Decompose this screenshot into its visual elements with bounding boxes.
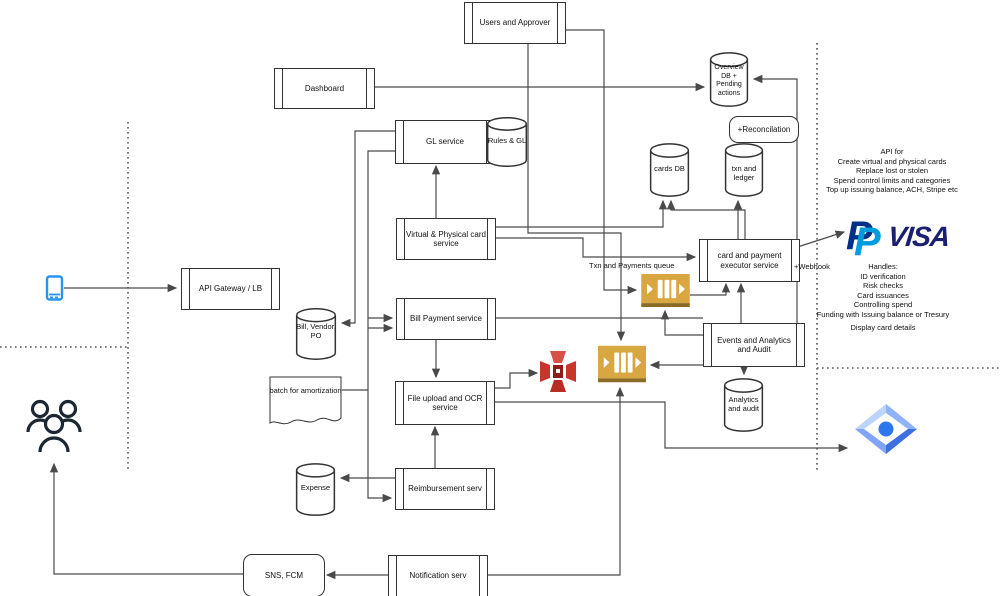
- s3-icon: [540, 351, 576, 392]
- cylinder-shape: [709, 52, 749, 107]
- node-label: +Reconcilation: [737, 124, 791, 134]
- s3-glyph: [540, 351, 576, 392]
- sqs-queue-icon-txn-payments: [641, 274, 690, 307]
- node-label: Events and Analytics and Audit: [717, 335, 791, 355]
- datastore-label: cards DB: [654, 163, 685, 173]
- node-gl-service: GL service: [395, 120, 495, 164]
- node-reimbursement-service: Reimbursement serv: [395, 468, 495, 510]
- webhook-label: +Webhook: [794, 262, 830, 271]
- paypal-letter-front: P: [854, 220, 881, 264]
- node-label: Notification serv: [409, 571, 467, 581]
- node-sns-fcm: SNS, FCM: [243, 554, 325, 596]
- node-label: Bill Payment service: [409, 314, 483, 324]
- queue-glyph: [598, 345, 646, 383]
- datastore-overview-db: Overview DB + Pending actions: [709, 52, 749, 107]
- node-dashboard: Dashboard: [274, 68, 375, 109]
- cylinder-shape: [486, 117, 528, 167]
- txn-payments-queue-label: Txn and Payments queue: [589, 261, 675, 270]
- node-users-approver: Users and Approver: [464, 2, 566, 44]
- paypal-letter-back: P: [846, 214, 873, 258]
- node-notification-service: Notification serv: [388, 555, 488, 596]
- visa-logo: VISA: [886, 221, 952, 252]
- node-label: batch for amortization: [269, 386, 342, 395]
- cylinder-shape: [649, 143, 690, 197]
- node-bill-payment-service: Bill Payment service: [396, 298, 496, 340]
- node-label: Users and Approver: [479, 18, 551, 28]
- node-card-payment-executor: card and payment executor service: [699, 239, 800, 282]
- phone-glyph: [45, 275, 64, 301]
- queue-glyph: [641, 274, 690, 307]
- cylinder-shape: [295, 463, 336, 516]
- analytics-diamond-icon: [855, 404, 917, 454]
- api-notes-text: API for Create virtual and physical card…: [826, 147, 958, 194]
- users-glyph: [26, 399, 82, 453]
- document-shape: [269, 376, 342, 425]
- datastore-label: Overview DB + Pending actions: [714, 64, 744, 97]
- users-icon: [26, 398, 82, 460]
- datastore-rules-gl: Rules & GL: [486, 117, 528, 167]
- node-label: GL service: [426, 137, 464, 147]
- cylinder-shape: [724, 143, 764, 197]
- datastore-cards-db: cards DB: [649, 143, 690, 197]
- node-events-analytics-audit: Events and Analytics and Audit: [703, 323, 805, 367]
- node-label: Reimbursement serv: [408, 484, 482, 494]
- paypal-icon: P P: [846, 216, 890, 264]
- datastore-analytics-audit: Analytics and audit: [723, 378, 764, 432]
- cylinder-shape: [295, 308, 337, 360]
- node-virtual-physical-card-service: Virtual & Physical card service: [396, 218, 496, 260]
- node-reconcilation: +Reconcilation: [729, 116, 799, 143]
- datastore-expense: Expense: [295, 463, 336, 516]
- phone-icon: [45, 275, 64, 301]
- node-batch-amortization-doc: batch for amortization: [269, 376, 342, 430]
- diamond-glyph: [855, 404, 917, 454]
- display-card-note: Display card details: [850, 323, 916, 332]
- handles-notes-text: Handles: ID verification Risk checks Car…: [816, 262, 950, 319]
- datastore-txn-ledger: txn and ledger: [724, 143, 764, 197]
- node-label: Dashboard: [304, 83, 345, 93]
- node-label: Virtual & Physical card service: [406, 229, 486, 249]
- datastore-label: txn and ledger: [731, 163, 757, 182]
- sqs-queue-icon-events: [598, 345, 646, 383]
- node-file-upload-ocr-service: File upload and OCR service: [395, 381, 495, 425]
- datastore-label: Bill, Vendor, PO: [296, 321, 336, 340]
- datastore-label: Expense: [300, 483, 331, 493]
- datastore-label: Rules & GL: [487, 136, 527, 145]
- node-label: API Gateway / LB: [198, 284, 263, 294]
- node-api-gateway: API Gateway / LB: [181, 268, 280, 310]
- datastore-label: Analytics and audit: [728, 395, 759, 414]
- node-label: SNS, FCM: [264, 570, 304, 580]
- datastore-bill-vendor-po: Bill, Vendor, PO: [295, 308, 337, 360]
- node-label: File upload and OCR service: [407, 393, 483, 413]
- cylinder-shape: [723, 378, 764, 432]
- node-label: card and payment executor service: [717, 251, 782, 270]
